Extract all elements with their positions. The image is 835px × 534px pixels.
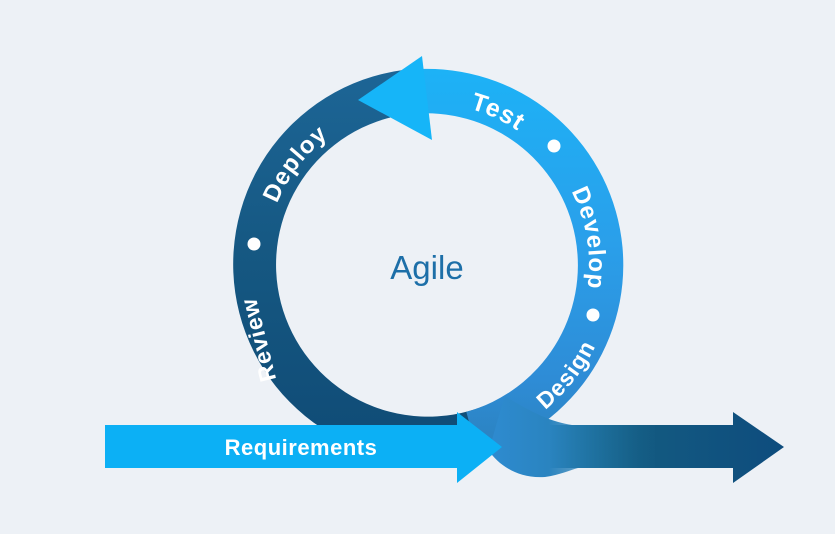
center-label: Agile — [390, 249, 463, 286]
ring-to-arrow-transition — [489, 396, 655, 478]
requirements-arrow — [105, 412, 502, 483]
separator-dot — [586, 308, 600, 322]
ring-segment-light — [406, 68, 624, 455]
separator-dot — [547, 139, 561, 153]
requirements-label: Requirements — [225, 435, 378, 460]
ring-segment-dark — [233, 70, 500, 461]
separator-dot — [247, 237, 261, 251]
cycle-arrowhead-icon — [358, 56, 432, 140]
